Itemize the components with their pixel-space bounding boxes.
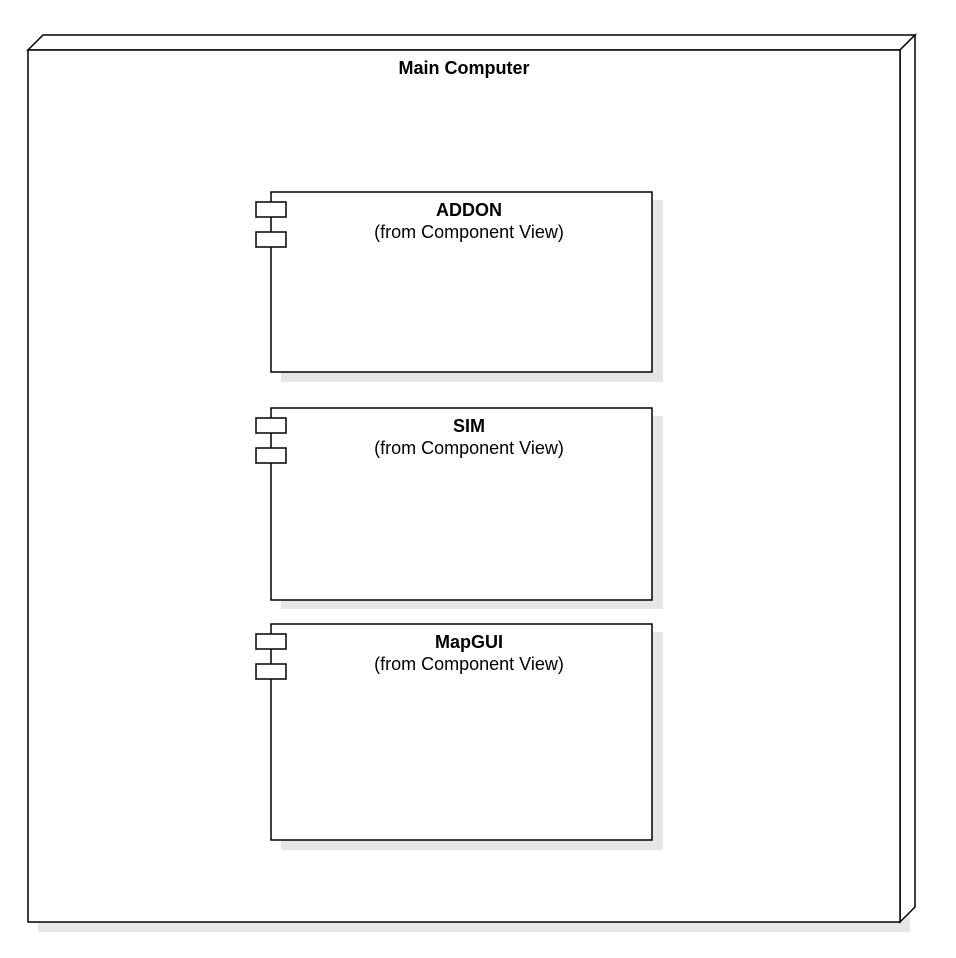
component-subtitle: (from Component View) <box>374 222 564 242</box>
node-title: Main Computer <box>398 58 530 78</box>
component-label-addon: ADDON (from Component View) <box>286 199 652 243</box>
component-label-mapgui: MapGUI (from Component View) <box>286 631 652 675</box>
component-name: SIM <box>452 416 485 436</box>
component-body <box>270 407 653 601</box>
component-sim[interactable] <box>255 407 663 609</box>
component-port-icon <box>255 417 287 434</box>
component-addon[interactable] <box>255 191 663 382</box>
component-subtitle: (from Component View) <box>374 654 564 674</box>
component-mapgui[interactable] <box>255 623 663 850</box>
component-body <box>270 623 653 841</box>
component-label-sim: SIM (from Component View) <box>286 415 652 459</box>
component-port-icon <box>255 447 287 464</box>
component-port-icon <box>255 663 287 680</box>
component-port-icon <box>255 231 287 248</box>
component-subtitle: (from Component View) <box>374 438 564 458</box>
node-top-face <box>26 34 917 51</box>
component-port-icon <box>255 633 287 650</box>
component-name: ADDON <box>436 200 502 220</box>
node-side-face <box>899 33 916 924</box>
component-name: MapGUI <box>434 632 503 652</box>
component-port-icon <box>255 201 287 218</box>
component-body <box>270 191 653 373</box>
